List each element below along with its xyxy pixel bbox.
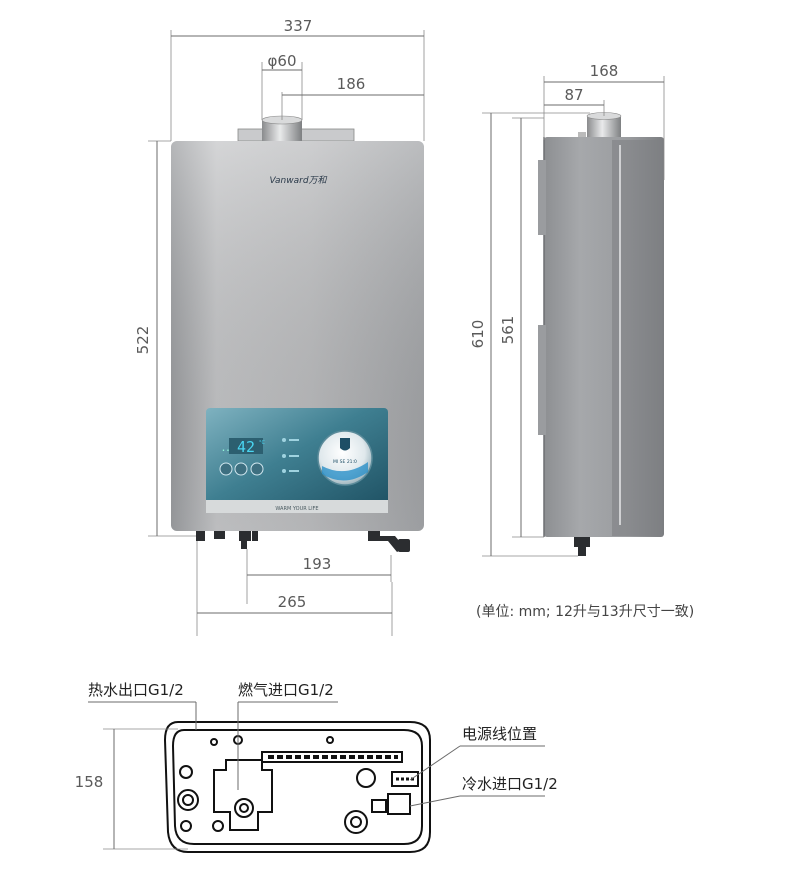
units-note: (单位: mm; 12升与13升尺寸一致) xyxy=(476,604,694,620)
bottom-fittings xyxy=(196,531,410,552)
dim-pipe-spacing-outer: 265 xyxy=(278,593,307,611)
side-bottom-fittings xyxy=(574,537,590,556)
status-indicator-icons xyxy=(282,438,299,473)
label-cold-water-inlet: 冷水进口G1/2 xyxy=(462,775,558,793)
temperature-unit: °C xyxy=(259,440,266,446)
label-power-cable: 电源线位置 xyxy=(462,725,537,743)
side-flue-pipe xyxy=(587,116,621,138)
label-hot-water-outlet: 热水出口G1/2 xyxy=(88,681,184,699)
display-indicator-icon: • • xyxy=(222,448,230,454)
dim-depth: 168 xyxy=(590,62,619,80)
brand-logo: Vanward万和 xyxy=(269,175,327,186)
shield-icon xyxy=(340,438,350,451)
dim-body-height: 561 xyxy=(499,316,517,345)
plus-button[interactable] xyxy=(250,462,264,476)
dim-bottom-depth: 158 xyxy=(75,773,104,791)
side-view: 168 87 610 561 xyxy=(469,62,665,557)
flue-pipe xyxy=(262,120,302,142)
dim-flue-offset: 186 xyxy=(337,75,366,93)
panel-slogan: WARM YOUR LIFE xyxy=(275,506,318,512)
front-view: Vanward万和 WARM YOUR LIFE 42 °C • • xyxy=(134,17,425,636)
dim-total-height: 610 xyxy=(469,320,487,349)
dim-flue-diameter: φ60 xyxy=(268,52,297,70)
dim-width-top: 337 xyxy=(284,17,313,35)
dial-readout: MI SE 21:0 xyxy=(333,459,357,465)
temperature-display xyxy=(229,438,263,454)
control-panel: WARM YOUR LIFE 42 °C • • MI SE 21:0 xyxy=(206,408,388,513)
minus-button[interactable] xyxy=(234,462,248,476)
dim-pipe-spacing-inner: 193 xyxy=(303,555,332,573)
dim-height: 522 xyxy=(134,326,152,355)
dim-flue-depth: 87 xyxy=(564,86,583,104)
label-gas-inlet: 燃气进口G1/2 xyxy=(238,681,334,699)
temperature-readout: 42 xyxy=(237,438,255,456)
bottom-view: 热水出口G1/2 燃气进口G1/2 电源线位置 冷水进口G1/2 158 xyxy=(75,681,558,853)
mode-button[interactable] xyxy=(219,462,233,476)
